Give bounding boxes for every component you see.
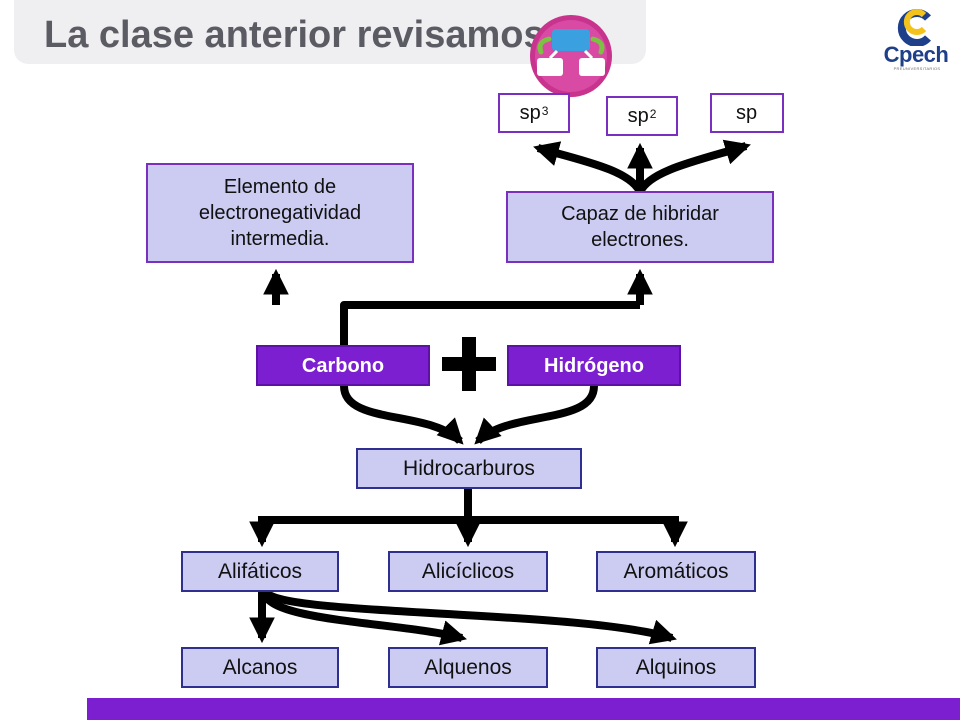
hybridization-sp3-superscript: 3: [541, 104, 549, 118]
class-aliphatic: Alifáticos: [181, 551, 339, 592]
hybridization-property: Capaz de hibridar electrones.: [506, 191, 774, 263]
type-alkanes-label: Alcanos: [222, 655, 298, 679]
arrow-to-alkynes: [262, 589, 677, 645]
hydrocarbons-label: Hidrocarburos: [403, 456, 535, 480]
slide-title: La clase anterior revisamos: [44, 14, 545, 56]
bottom-accent-band: [87, 698, 960, 720]
arrow-hydrogen-to-hydrocarbons: [474, 385, 598, 445]
hybridization-sp: sp: [710, 93, 784, 133]
type-alkenes: Alquenos: [388, 647, 548, 688]
arrow-to-sp: [636, 139, 751, 195]
hybridization-text: Capaz de hibridar electrones.: [561, 203, 719, 251]
concept-map-badge-icon: [530, 15, 612, 97]
hydrogen-label: Hidrógeno: [544, 354, 644, 377]
plus-icon: [442, 337, 496, 391]
arrow-to-sp3: [533, 141, 644, 195]
carbon-label: Carbono: [301, 354, 385, 377]
class-alicyclic-label: Alicíclicos: [421, 559, 515, 583]
arrow-to-alkenes: [260, 590, 467, 646]
hybridization-sp2-base: sp: [627, 104, 649, 127]
hybridization-sp2-superscript: 2: [649, 107, 657, 121]
class-alicyclic: Alicíclicos: [388, 551, 548, 592]
hydrogen-box: Hidrógeno: [507, 345, 681, 386]
type-alkynes-label: Alquinos: [635, 655, 717, 679]
logo-tagline: PREUNIVERSITARIOS: [893, 66, 941, 71]
connector-element-to-properties: [340, 301, 640, 345]
connector-hydrocarbons-to-classes: [262, 488, 675, 524]
class-aliphatic-label: Alifáticos: [217, 559, 303, 583]
hybridization-sp3-base: sp: [519, 101, 541, 124]
cpech-logo: Cpech PREUNIVERSITARIOS: [880, 6, 952, 72]
type-alkenes-label: Alquenos: [424, 655, 512, 679]
logo-text: Cpech: [883, 42, 949, 67]
logo-c-mark-icon: [897, 9, 931, 46]
hybridization-sp-base: sp: [735, 101, 758, 124]
electronegativity-property: Elemento de electronegatividad intermedi…: [146, 163, 414, 263]
type-alkanes: Alcanos: [181, 647, 339, 688]
type-alkynes: Alquinos: [596, 647, 756, 688]
class-aromatic-label: Aromáticos: [623, 559, 729, 583]
class-aromatic: Aromáticos: [596, 551, 756, 592]
electronegativity-text: Elemento de electronegatividad intermedi…: [198, 176, 362, 250]
hydrocarbons-box: Hidrocarburos: [356, 448, 582, 489]
carbon-box: Carbono: [256, 345, 430, 386]
arrow-carbon-to-hydrocarbons: [340, 385, 464, 445]
